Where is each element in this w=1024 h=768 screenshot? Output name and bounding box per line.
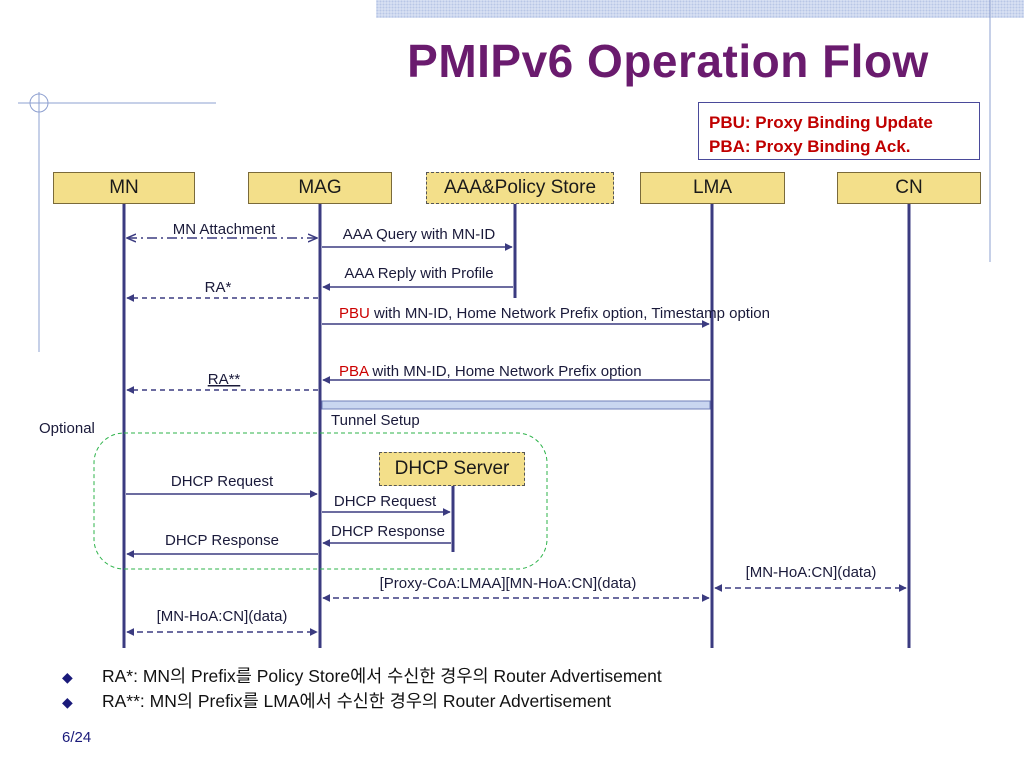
label-mn-attachment: MN Attachment bbox=[173, 221, 276, 238]
legend-pba: PBA: Proxy Binding Ack. bbox=[709, 137, 911, 156]
diamond-bullet-icon: ◆ bbox=[62, 694, 73, 710]
entity-cn: CN bbox=[837, 172, 981, 204]
page-title: PMIPv6 Operation Flow bbox=[407, 35, 929, 87]
slide-decoration bbox=[18, 0, 991, 352]
entity-lma: LMA bbox=[640, 172, 785, 204]
page-number: 6/24 bbox=[62, 729, 92, 746]
entity-dhcp-server: DHCP Server bbox=[379, 452, 525, 486]
label-tunnel-setup: Tunnel Setup bbox=[331, 412, 420, 429]
pbu-details: with MN-ID, Home Network Prefix option, … bbox=[370, 305, 770, 322]
legend-pbu: PBU: Proxy Binding Update bbox=[709, 113, 933, 132]
footnote-ra1-text: RA*: MN의 Prefix를 Policy Store에서 수신한 경우의 … bbox=[102, 666, 662, 686]
footnotes: ◆ RA*: MN의 Prefix를 Policy Store에서 수신한 경우의… bbox=[62, 664, 662, 714]
optional-region bbox=[93, 432, 548, 570]
footnote-ra2: ◆ RA**: MN의 Prefix를 LMA에서 수신한 경우의 Router … bbox=[62, 689, 662, 714]
label-dhcp-request-2: DHCP Request bbox=[334, 493, 437, 510]
decorative-header-band bbox=[376, 0, 1024, 18]
label-mag-lma-data: [Proxy-CoA:LMAA][MN-HoA:CN](data) bbox=[380, 575, 637, 592]
entity-mag: MAG bbox=[248, 172, 392, 204]
lifelines bbox=[122, 204, 911, 648]
pba-keyword: PBA bbox=[339, 363, 369, 380]
entity-aaa-policy-store: AAA&Policy Store bbox=[426, 172, 614, 204]
diamond-bullet-icon: ◆ bbox=[62, 669, 73, 685]
label-dhcp-request-1: DHCP Request bbox=[171, 473, 274, 490]
label-aaa-reply: AAA Reply with Profile bbox=[344, 265, 493, 282]
entity-mn: MN bbox=[53, 172, 195, 204]
label-mn-mag-data: [MN-HoA:CN](data) bbox=[157, 608, 288, 625]
footnote-ra2-text: RA**: MN의 Prefix를 LMA에서 수신한 경우의 Router A… bbox=[102, 691, 612, 711]
pba-details: with MN-ID, Home Network Prefix option bbox=[368, 363, 641, 380]
label-pbu: PBU with MN-ID, Home Network Prefix opti… bbox=[339, 305, 770, 322]
label-lma-cn-data: [MN-HoA:CN](data) bbox=[746, 564, 877, 581]
footnote-ra1: ◆ RA*: MN의 Prefix를 Policy Store에서 수신한 경우의… bbox=[62, 664, 662, 689]
label-ra1: RA* bbox=[205, 279, 232, 296]
label-optional: Optional bbox=[39, 420, 95, 437]
label-ra2: RA** bbox=[208, 371, 241, 388]
label-aaa-query: AAA Query with MN-ID bbox=[343, 226, 496, 243]
tunnel-bar bbox=[321, 400, 711, 410]
label-dhcp-response-1: DHCP Response bbox=[165, 532, 279, 549]
abbreviation-legend: PBU: Proxy Binding Update PBA: Proxy Bin… bbox=[698, 102, 980, 160]
label-pba: PBA with MN-ID, Home Network Prefix opti… bbox=[339, 363, 642, 380]
label-dhcp-response-2: DHCP Response bbox=[331, 523, 445, 540]
pbu-keyword: PBU bbox=[339, 305, 370, 322]
